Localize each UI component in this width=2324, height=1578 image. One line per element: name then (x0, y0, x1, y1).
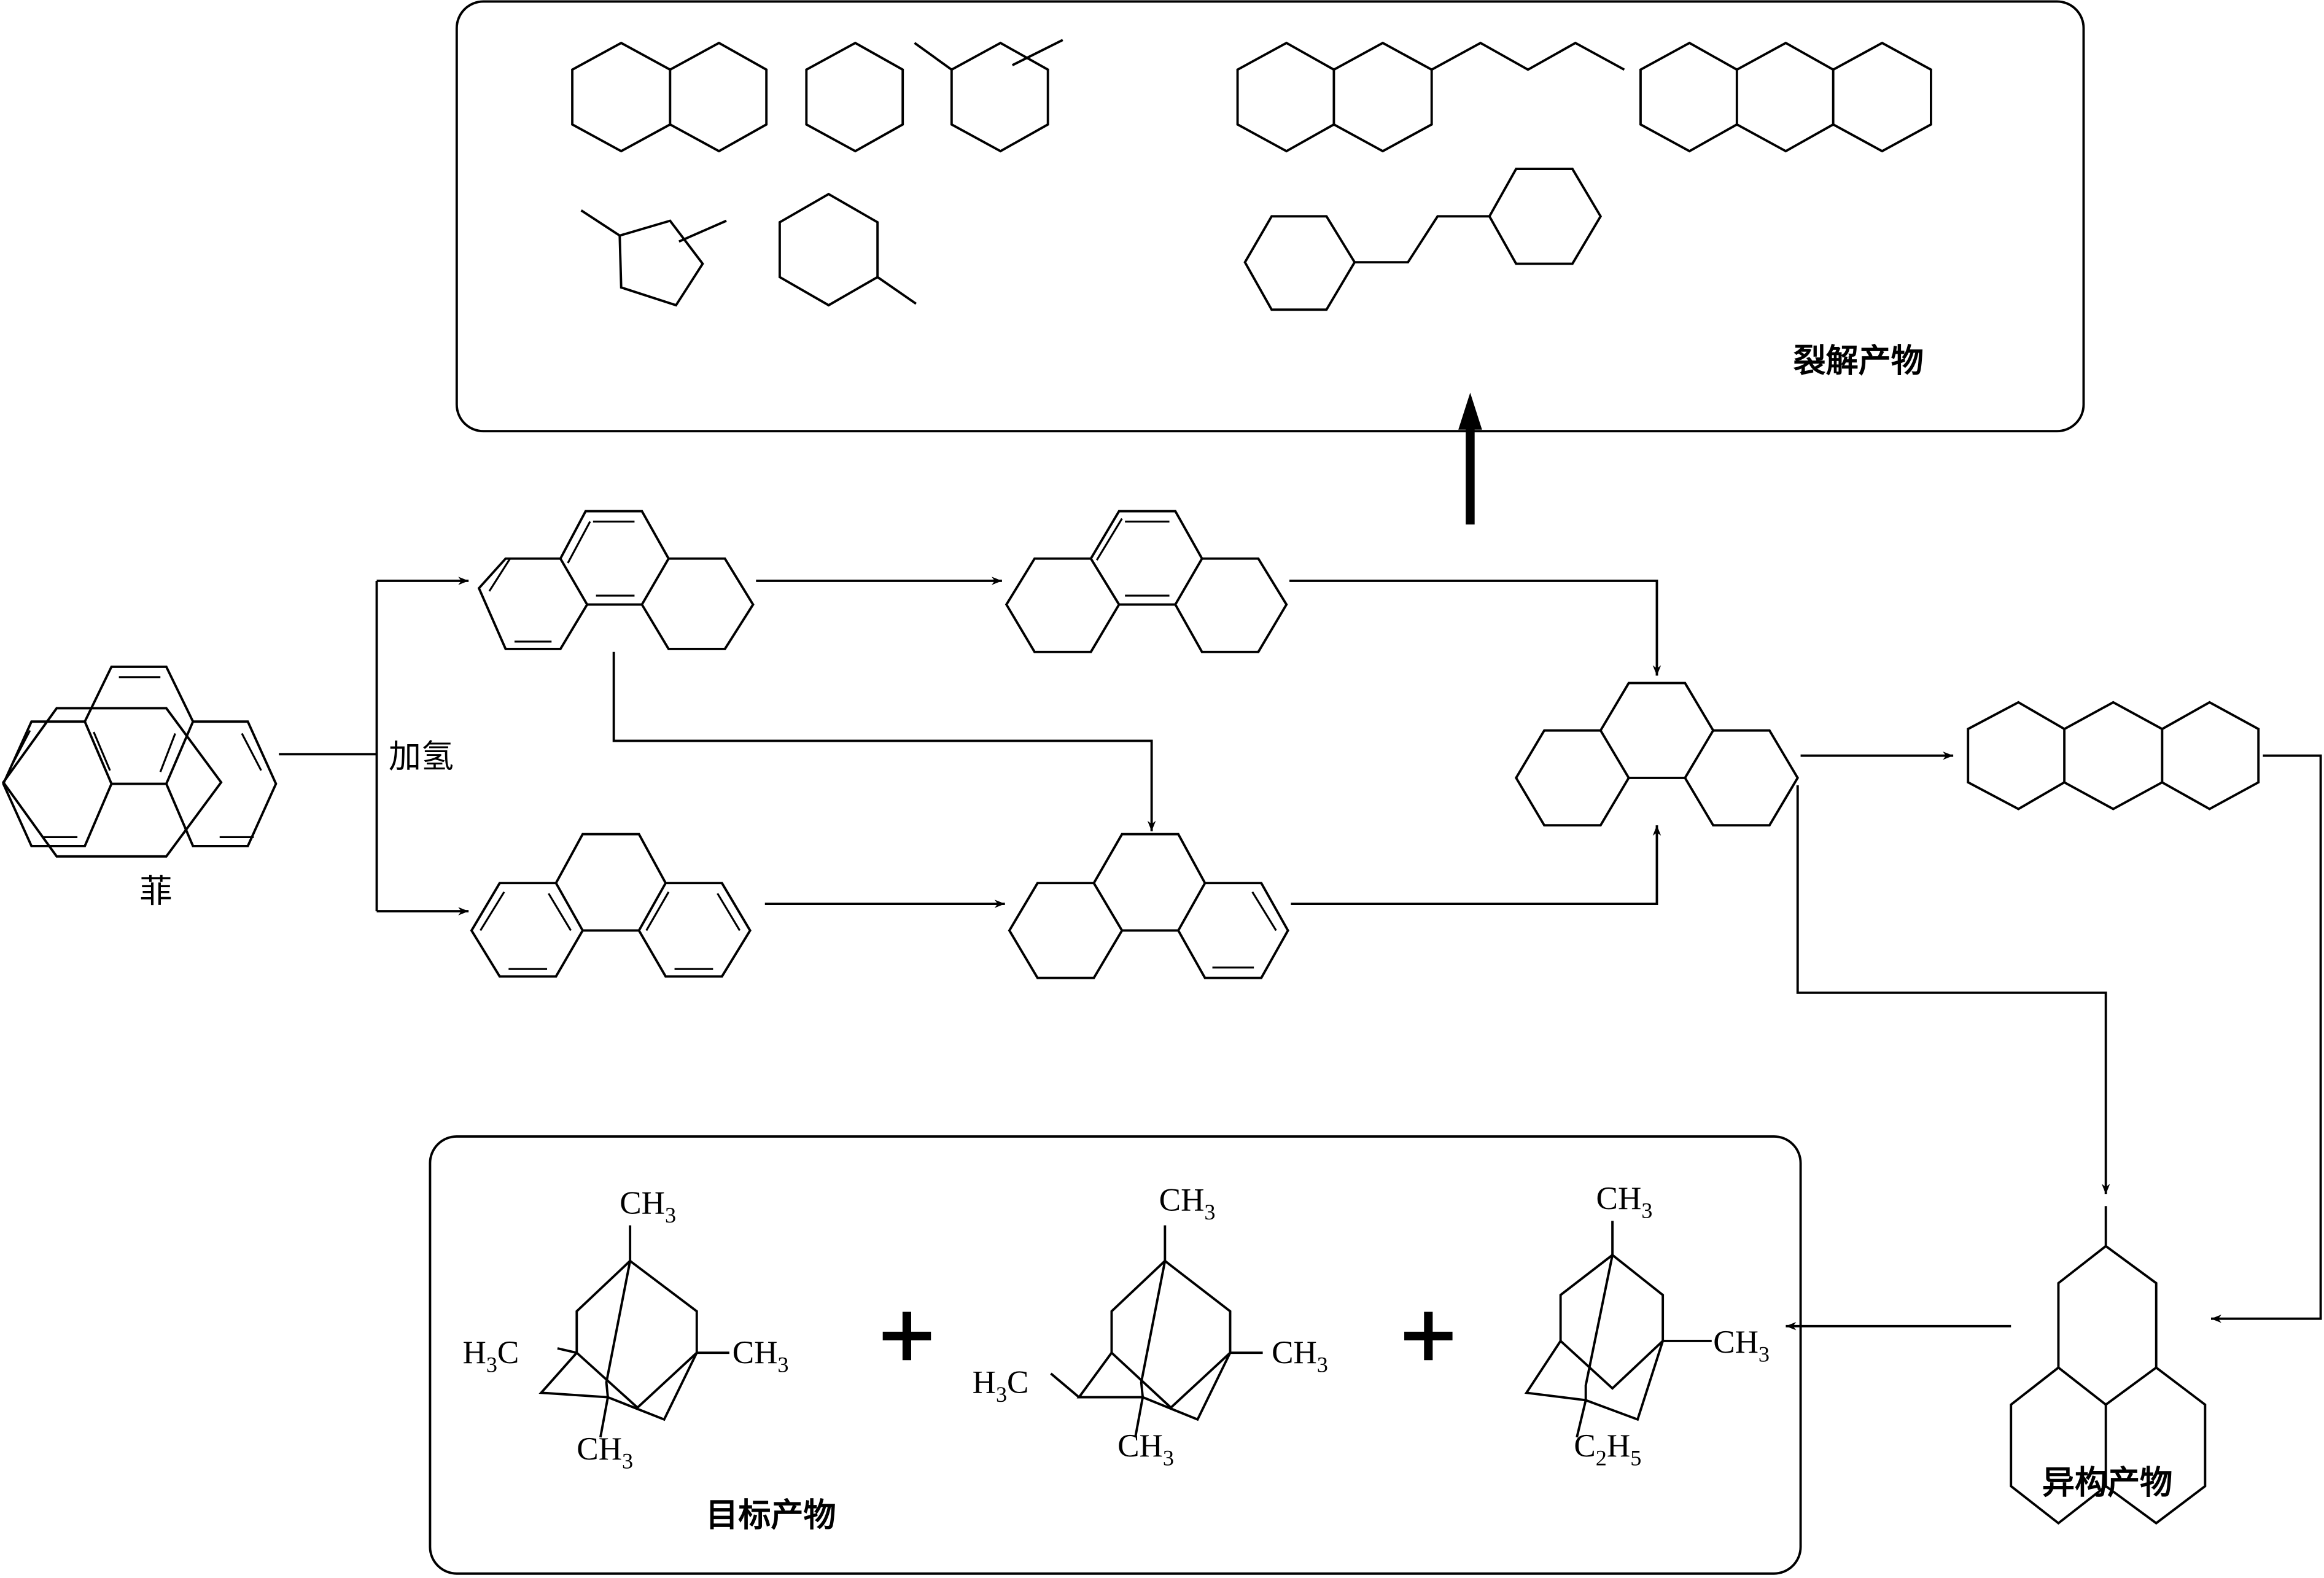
trimethyladamantane-structure (1050, 1225, 1263, 1438)
isomerization-products-label: 异构产物 (2042, 1463, 2172, 1501)
cracking-products-label: 裂解产物 (1794, 341, 1924, 380)
dihydrophenanthrene-structure (470, 833, 752, 978)
methyl-top-1: CH3 (620, 1185, 676, 1227)
methyl-right-1: CH3 (733, 1335, 789, 1377)
cracking-arrow (1458, 392, 1482, 525)
methyl-left-1: H3C (462, 1335, 519, 1377)
octahydrophenanthrene-structure (1005, 510, 1288, 653)
decalin-structure (571, 41, 768, 153)
methyl-left-2: H3C (973, 1364, 1029, 1406)
cyclohexane-structure (805, 41, 904, 153)
tetramethyladamantane-structure (538, 1225, 729, 1438)
methyl-right-2: CH3 (1272, 1335, 1328, 1377)
methyl-top-2: CH3 (1159, 1183, 1216, 1224)
dimethylcyclopentane-structure (580, 209, 727, 307)
methyl-top-3: CH3 (1596, 1181, 1653, 1222)
octahydrophenanthrene-bottom-structure (1008, 833, 1289, 979)
phenanthrene-structure (2, 707, 223, 858)
plus-sign-2: + (1396, 1288, 1461, 1378)
plus-sign-1: + (874, 1288, 939, 1378)
target-products-box: CH3 H3C CH3 CH3 + CH3 H3C CH3 CH3 + (429, 1135, 1802, 1575)
dimethylcyclohexane-structure (914, 39, 1063, 153)
target-products-label: 目标产物 (705, 1496, 836, 1534)
methylcyclohexane-structure (778, 192, 917, 307)
hydrogenation-branch (279, 577, 469, 915)
methyl-bottom-1: CH3 (577, 1431, 633, 1473)
hydrogenation-label: 加氢 (389, 737, 454, 775)
isomerization-product-structure (2010, 1206, 2207, 1525)
perhydroanthracene-product-structure (1967, 701, 2260, 810)
phenanthrene (2, 665, 278, 847)
methyl-right-3: CH3 (1713, 1324, 1770, 1366)
butyl-decalin-structure (1236, 41, 1625, 153)
tetrahydrophenanthrene-structure (477, 510, 755, 650)
perhydroanthracene-structure (1639, 41, 1932, 153)
cracking-products-box: 裂解产物 (455, 0, 2085, 433)
phenanthrene-label: 菲 (139, 873, 172, 911)
ethyldimethyladamantane-structure (1524, 1221, 1712, 1438)
ethyl-bottom-3: C2H5 (1574, 1428, 1641, 1470)
dicyclohexylethane-structure (1243, 168, 1603, 311)
methyl-bottom-2: CH3 (1117, 1428, 1174, 1470)
perhydrophenanthrene-structure (1514, 682, 1799, 827)
